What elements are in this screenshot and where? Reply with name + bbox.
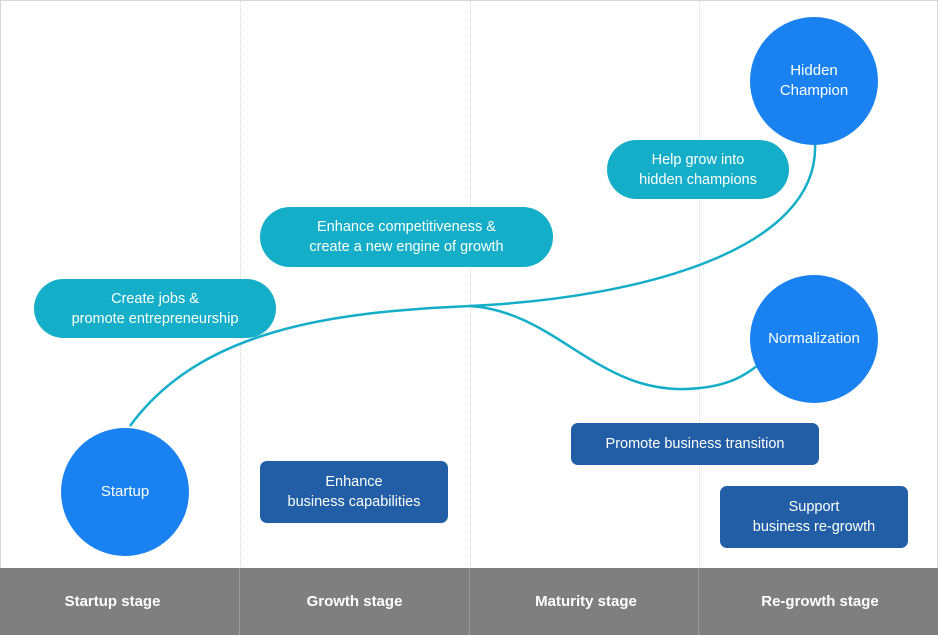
promote-transition-label: Promote business transition — [605, 436, 785, 452]
stage-separator — [239, 568, 240, 635]
help-grow-pill: Help grow into hidden champions — [607, 140, 789, 199]
growth-curve — [128, 142, 817, 427]
stage-separator — [469, 568, 470, 635]
support-regrowth-label: Support business re-growth — [752, 499, 876, 535]
stage-startup-label: Startup stage — [64, 593, 161, 610]
enhance-capabilities-label: Enhance business capabilities — [287, 474, 421, 510]
promote-transition-box: Promote business transition — [571, 423, 819, 465]
stage-maturity: Maturity stage — [470, 568, 702, 635]
stage-separator — [698, 568, 699, 635]
stage-regrowth-label: Re-growth stage — [761, 593, 879, 610]
stage-growth: Growth stage — [240, 568, 469, 635]
column-divider — [699, 1, 700, 569]
stage-growth-label: Growth stage — [306, 593, 403, 610]
stage-maturity-label: Maturity stage — [535, 593, 637, 610]
stage-footer: Startup stage Growth stage Maturity stag… — [0, 568, 938, 635]
column-divider — [470, 1, 471, 569]
stage-regrowth: Re-growth stage — [699, 568, 938, 635]
startup-circle: Startup — [61, 428, 189, 556]
hidden-champion-label: Hidden Champion — [779, 62, 849, 99]
growth-curve-branch — [469, 304, 758, 391]
enhance-capabilities-box: Enhance business capabilities — [260, 461, 448, 523]
create-jobs-label: Create jobs & promote entrepreneurship — [71, 290, 239, 327]
enhance-competitiveness-pill: Enhance competitiveness & create a new e… — [260, 207, 553, 267]
stage-startup: Startup stage — [0, 568, 225, 635]
normalization-label: Normalization — [768, 330, 860, 347]
hidden-champion-circle: Hidden Champion — [750, 17, 878, 145]
help-grow-label: Help grow into hidden champions — [639, 151, 757, 188]
support-regrowth-box: Support business re-growth — [720, 486, 908, 548]
startup-label: Startup — [100, 483, 150, 500]
enhance-competitiveness-label: Enhance competitiveness & create a new e… — [309, 219, 504, 255]
normalization-circle: Normalization — [750, 275, 878, 403]
create-jobs-pill: Create jobs & promote entrepreneurship — [34, 279, 276, 338]
